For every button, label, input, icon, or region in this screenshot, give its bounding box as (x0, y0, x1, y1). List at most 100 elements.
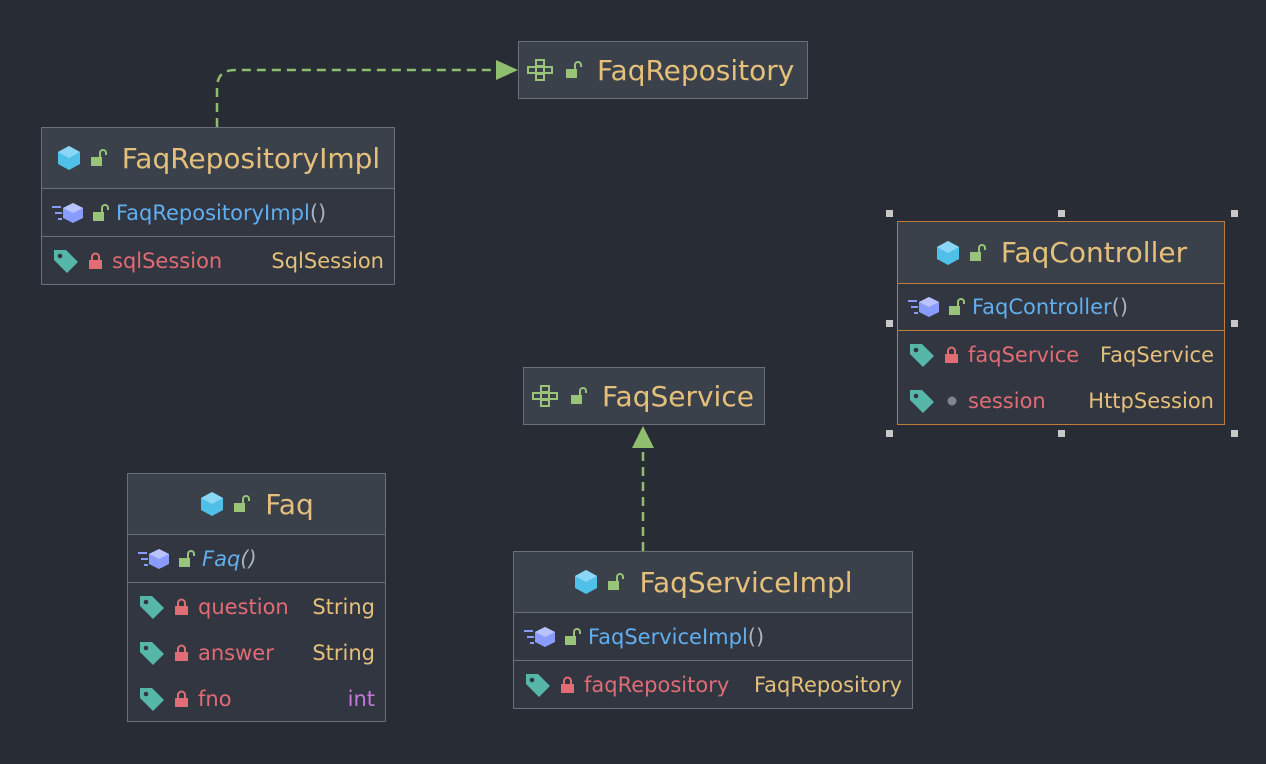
constructor-icon (52, 201, 84, 225)
class-icon (56, 145, 82, 171)
methods-section: FaqController() (898, 284, 1224, 331)
fields-section: faqRepository FaqRepository (514, 661, 912, 708)
public-lock-icon (231, 494, 251, 514)
constructor-parens: () (309, 200, 327, 225)
constructor-name: FaqRepositoryImpl (116, 200, 310, 225)
node-header: FaqServiceImpl (514, 552, 912, 613)
node-header: FaqRepositoryImpl (42, 128, 394, 189)
resize-handle-top[interactable] (1058, 210, 1065, 217)
field-tag-icon (138, 640, 166, 666)
constructor-row[interactable]: Faq() (128, 535, 385, 582)
field-row[interactable]: faqService FaqService (898, 331, 1224, 378)
fields-section: question String answer String (128, 583, 385, 722)
public-lock-icon (946, 297, 966, 317)
resize-handle-left[interactable] (886, 320, 893, 327)
node-faq-repository-impl[interactable]: FaqRepositoryImpl FaqRepositoryImpl() (41, 127, 395, 285)
field-row[interactable]: faqRepository FaqRepository (514, 661, 912, 708)
field-type: FaqRepository (753, 672, 902, 697)
field-name: answer (198, 641, 274, 665)
node-header: Faq (128, 474, 385, 535)
field-row[interactable]: session HttpSession (898, 378, 1224, 424)
field-row[interactable]: fno int (128, 676, 385, 722)
public-lock-icon (90, 203, 110, 223)
constructor-name: FaqController (972, 295, 1112, 319)
public-lock-icon (605, 572, 625, 592)
field-name: faqRepository (584, 672, 730, 697)
field-row[interactable]: answer String (128, 630, 385, 676)
field-name: sqlSession (112, 248, 223, 273)
node-faq-service-impl[interactable]: FaqServiceImpl FaqServiceImpl() (513, 551, 913, 709)
fields-section: faqService FaqService session HttpSessio… (898, 331, 1224, 424)
arrowhead-faqrepository (496, 60, 518, 80)
field-name: session (968, 389, 1046, 413)
package-visibility-dot-icon (942, 391, 962, 411)
class-icon (573, 569, 599, 595)
field-tag-icon (524, 672, 552, 698)
node-header: FaqService (524, 368, 764, 424)
field-tag-icon (138, 686, 166, 712)
field-tag-icon (908, 342, 936, 368)
interface-name: FaqService (602, 379, 754, 413)
field-name: question (198, 594, 289, 619)
resize-handle-top-right[interactable] (1231, 210, 1238, 217)
node-faq[interactable]: Faq Faq() (127, 473, 386, 722)
private-lock-icon (172, 689, 192, 709)
constructor-row[interactable]: FaqServiceImpl() (514, 613, 912, 660)
resize-handle-top-left[interactable] (886, 210, 893, 217)
interface-name: FaqRepository (597, 53, 795, 87)
resize-handle-bottom-right[interactable] (1231, 430, 1238, 437)
class-name: Faq (265, 487, 314, 521)
private-lock-icon (86, 251, 106, 271)
field-type: SqlSession (271, 248, 384, 273)
constructor-parens: () (1111, 295, 1129, 319)
public-lock-icon (562, 627, 582, 647)
constructor-icon (908, 295, 940, 319)
field-type: String (312, 594, 375, 619)
arrowhead-faqservice (632, 426, 654, 448)
field-type: int (347, 687, 375, 711)
constructor-parens: () (747, 624, 765, 649)
resize-handle-right[interactable] (1231, 320, 1238, 327)
public-lock-icon (568, 386, 588, 406)
constructor-row[interactable]: FaqController() (898, 284, 1224, 330)
constructor-icon (524, 625, 556, 649)
interface-icon (527, 59, 557, 81)
node-faq-service[interactable]: FaqService (523, 367, 765, 425)
interface-icon (532, 385, 562, 407)
class-name: FaqController (1000, 236, 1188, 269)
constructor-icon (138, 547, 170, 571)
field-name: fno (198, 687, 232, 711)
class-icon (199, 491, 225, 517)
field-name: faqService (968, 342, 1080, 367)
field-tag-icon (52, 248, 80, 274)
class-name: FaqRepositoryImpl (121, 141, 381, 175)
field-type: HttpSession (1088, 389, 1214, 413)
methods-section: Faq() (128, 535, 385, 583)
private-lock-icon (558, 675, 578, 695)
constructor-name: Faq (202, 546, 241, 571)
public-lock-icon (563, 60, 583, 80)
field-tag-icon (908, 388, 936, 414)
private-lock-icon (172, 597, 192, 617)
field-row[interactable]: sqlSession SqlSession (42, 237, 394, 284)
node-header: FaqController (898, 222, 1224, 284)
class-name: FaqServiceImpl (639, 565, 853, 599)
constructor-row[interactable]: FaqRepositoryImpl() (42, 189, 394, 236)
field-row[interactable]: question String (128, 583, 385, 630)
private-lock-icon (942, 345, 962, 365)
node-faq-repository[interactable]: FaqRepository (518, 41, 808, 99)
edge-faqrepositoryimpl-implements-faqrepository[interactable] (215, 68, 500, 127)
methods-section: FaqRepositoryImpl() (42, 189, 394, 237)
public-lock-icon (176, 549, 196, 569)
public-lock-icon (967, 243, 987, 263)
constructor-name: FaqServiceImpl (588, 624, 748, 649)
field-tag-icon (138, 594, 166, 620)
resize-handle-bottom[interactable] (1058, 430, 1065, 437)
fields-section: sqlSession SqlSession (42, 237, 394, 284)
resize-handle-bottom-left[interactable] (886, 430, 893, 437)
node-header: FaqRepository (519, 42, 807, 98)
public-lock-icon (88, 148, 108, 168)
methods-section: FaqServiceImpl() (514, 613, 912, 661)
node-faq-controller[interactable]: FaqController FaqController() (897, 221, 1225, 425)
